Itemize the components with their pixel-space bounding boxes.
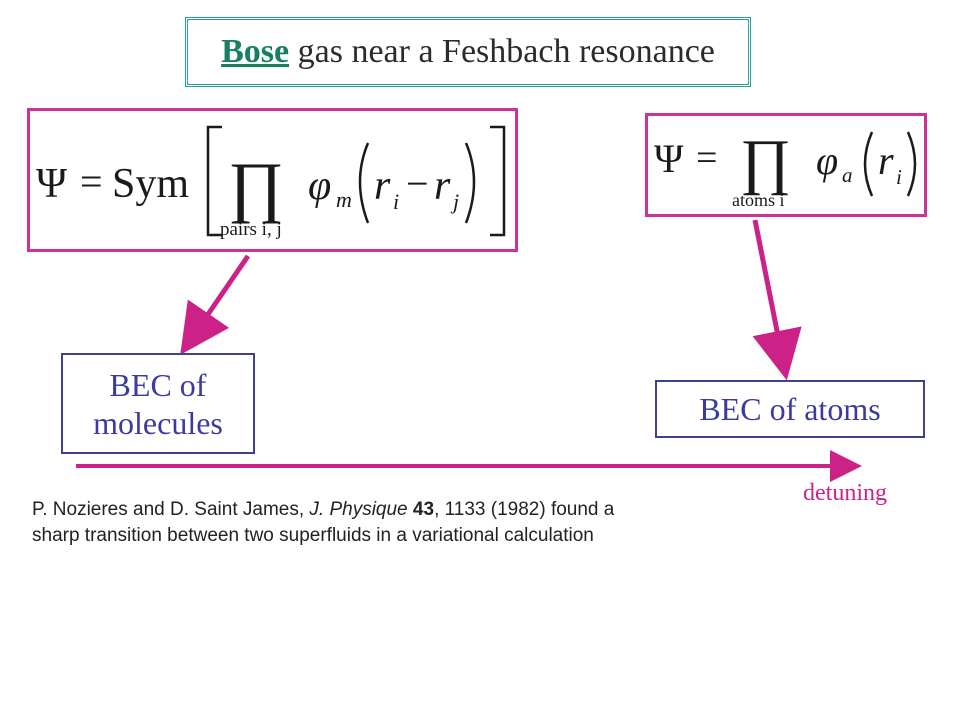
r-i-symbol: r	[374, 163, 391, 209]
journal-name: J. Physique	[309, 499, 408, 520]
reference-prefix: P. Nozieres and D. Saint James,	[32, 499, 310, 520]
bec-atoms-label: BEC of atoms	[655, 380, 925, 438]
atom-wavefunction-equation: Ψ = ∏ atoms i φ a r i	[654, 128, 917, 210]
phi-subscript: m	[336, 187, 352, 212]
atom-wavefunction-box: Ψ = ∏ atoms i φ a r i	[645, 113, 927, 217]
molecule-wavefunction-box: Ψ = Sym ∏ pairs i, j φ m r i − r j	[27, 108, 518, 252]
product-subscript: atoms i	[732, 190, 785, 210]
i-subscript: i	[393, 189, 399, 214]
psi-symbol: Ψ	[36, 161, 67, 207]
phi-subscript: a	[842, 163, 853, 187]
bec-molecules-label: BEC of molecules	[61, 353, 255, 454]
slide-title: Bose gas near a Feshbach resonance	[185, 17, 751, 87]
bec-molecules-text: BEC of molecules	[93, 366, 223, 441]
reference-note: P. Nozieres and D. Saint James, J. Physi…	[32, 497, 772, 549]
molecule-arrow	[180, 254, 251, 355]
r-symbol: r	[878, 138, 894, 183]
bec-atoms-text: BEC of atoms	[699, 391, 881, 427]
minus-sign: −	[406, 161, 429, 206]
reference-line-1: P. Nozieres and D. Saint James, J. Physi…	[32, 497, 772, 523]
detuning-label: detuning	[803, 480, 887, 506]
right-paren	[906, 131, 917, 197]
psi-symbol: Ψ	[654, 136, 684, 181]
left-paren	[863, 131, 874, 197]
phi-symbol: φ	[308, 163, 331, 209]
left-bracket	[206, 125, 222, 237]
journal-volume: 43	[412, 499, 435, 520]
reference-line-2: sharp transition between two superfluids…	[32, 525, 594, 546]
phi-symbol: φ	[816, 138, 838, 183]
r-j-symbol: r	[434, 163, 451, 209]
left-paren	[358, 142, 370, 224]
equals-sign: =	[696, 137, 717, 179]
i-subscript: i	[896, 165, 902, 189]
atom-arrow	[752, 219, 802, 381]
equals-sign: =	[80, 159, 103, 204]
product-subscript: pairs i, j	[220, 219, 282, 240]
product-symbol: ∏	[228, 148, 284, 224]
reference-suffix: , 1133 (1982) found a	[434, 499, 615, 520]
molecule-wavefunction-equation: Ψ = Sym ∏ pairs i, j φ m r i − r j	[36, 125, 506, 240]
right-bracket	[490, 125, 506, 237]
sym-operator: Sym	[112, 161, 189, 207]
title-highlight: Bose	[221, 33, 290, 70]
title-rest: gas near a Feshbach resonance	[297, 33, 715, 70]
right-paren	[464, 142, 476, 224]
j-subscript: j	[450, 189, 459, 214]
product-symbol: ∏	[740, 128, 791, 196]
